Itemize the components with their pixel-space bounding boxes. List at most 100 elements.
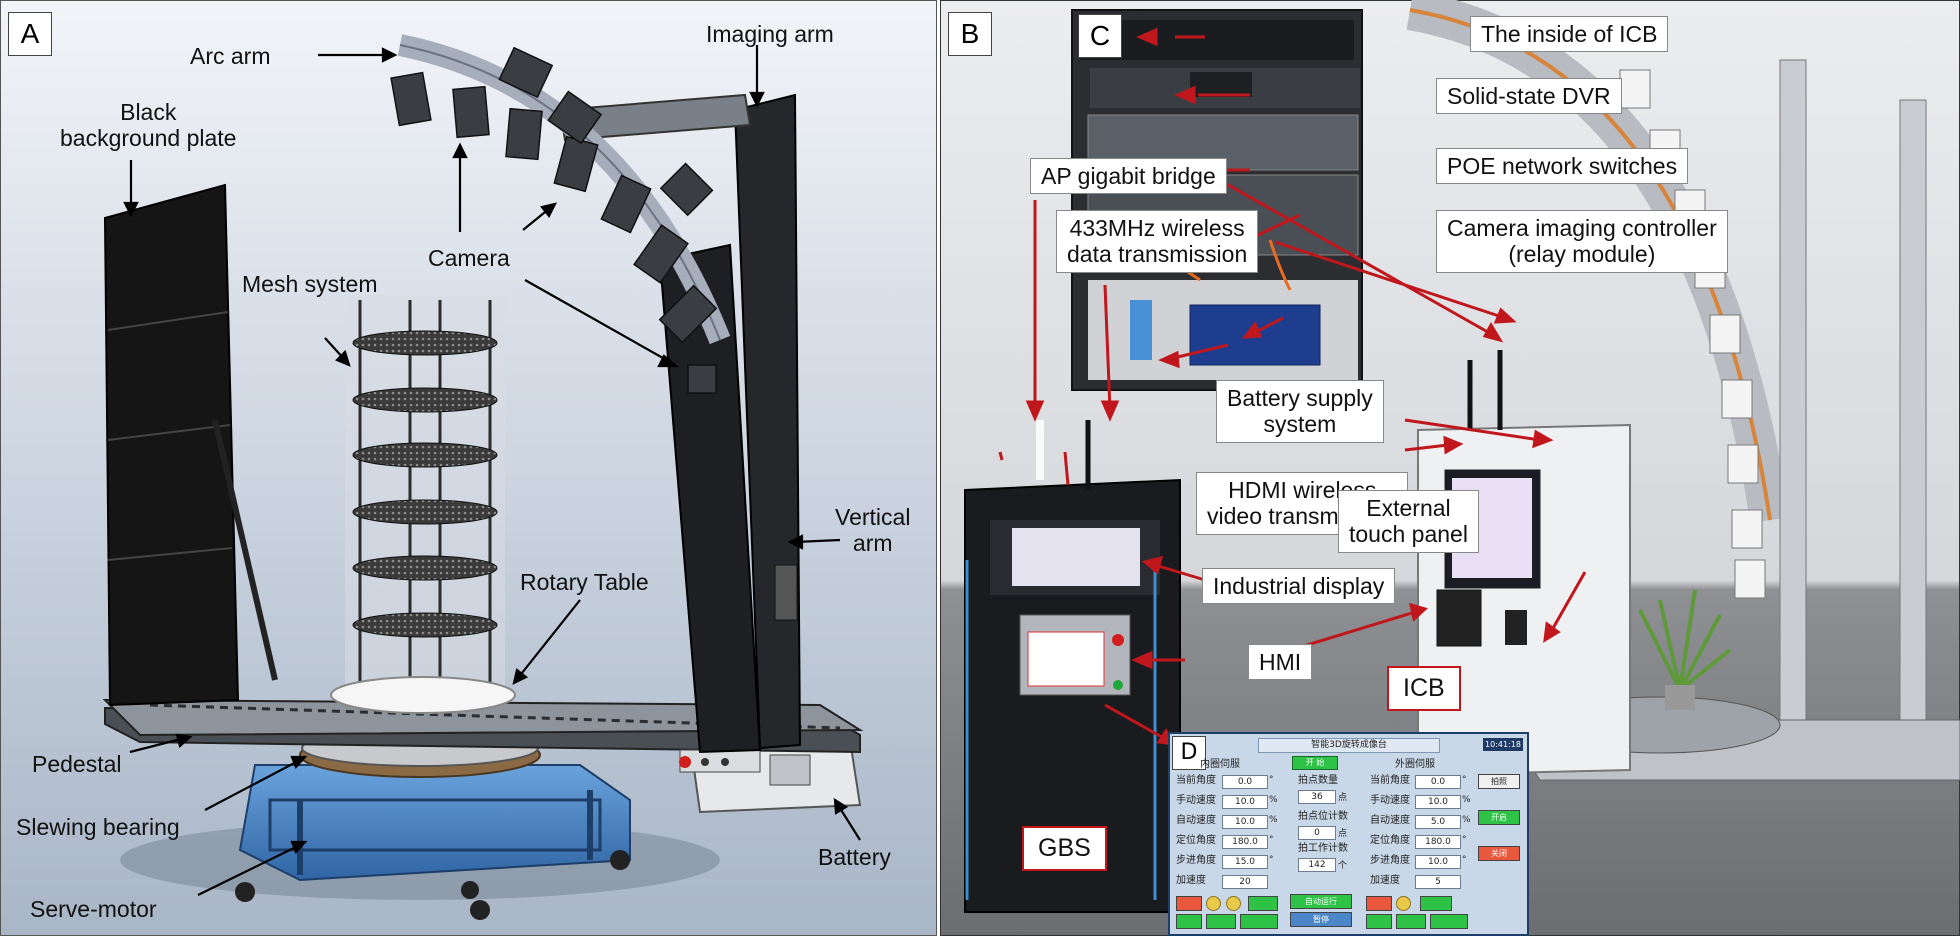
hmi-left-green-button[interactable]: [1176, 914, 1202, 929]
hmi-right-row-unit: %: [1462, 795, 1471, 805]
hmi-clock: 10:41:18: [1483, 738, 1523, 751]
callout-arrows-a: [123, 45, 861, 896]
hmi-left-row-value[interactable]: 180.0: [1222, 835, 1268, 849]
callout-433mhz-wireless: 433MHz wireless data transmission: [1056, 210, 1259, 273]
pedestal-platform: [102, 698, 864, 773]
label-pedestal: Pedestal: [32, 751, 122, 777]
hmi-mid-row-value[interactable]: 142: [1298, 858, 1336, 872]
hmi-mid-row-label: 拍点数量: [1298, 775, 1338, 786]
mesh-system: [345, 295, 505, 698]
hmi-left-row-unit: °: [1269, 835, 1274, 845]
hmi-indicator-icon: [1396, 896, 1411, 911]
callout-hmi: HMI: [1248, 644, 1313, 681]
hmi-screen-inset: D 智能3D旋转成像台 10:41:18 内圈伺服 外圈伺服 开 始 当前角度 …: [1168, 732, 1529, 936]
label-vertical-arm: Vertical arm: [835, 504, 911, 556]
hmi-left-row-value[interactable]: 0.0: [1222, 775, 1268, 789]
hmi-left-row-unit: °: [1269, 855, 1274, 865]
callout-poe-network-switches: POE network switches: [1436, 148, 1689, 185]
hmi-close-button[interactable]: 关闭: [1478, 846, 1520, 861]
label-imaging-arm: Imaging arm: [706, 21, 834, 47]
hmi-right-green-button[interactable]: [1366, 914, 1392, 929]
hmi-right-row-value[interactable]: 5.0: [1415, 815, 1461, 829]
hmi-auto-run-button[interactable]: 自动运行: [1290, 894, 1352, 909]
hmi-right-row-value[interactable]: 0.0: [1415, 775, 1461, 789]
hmi-left-row-unit: %: [1269, 795, 1278, 805]
callout-inside-icb: The inside of ICB: [1470, 16, 1669, 53]
panel-c-letter: C: [1078, 14, 1122, 58]
label-rotary-table: Rotary Table: [520, 569, 649, 595]
plant: [1638, 589, 1732, 710]
hmi-right-row-label: 当前角度: [1370, 775, 1410, 786]
hmi-left-row-value[interactable]: 10.0: [1222, 795, 1268, 809]
hmi-left-header: 内圈伺服: [1200, 759, 1240, 770]
hmi-right-row-label: 步进角度: [1370, 855, 1410, 866]
hmi-left-row-label: 手动速度: [1176, 795, 1216, 806]
photo-cameras: [1619, 69, 1766, 599]
panel-a-cad-model: A Arc arm Imaging arm Black background p…: [0, 0, 937, 936]
hmi-left-row-label: 定位角度: [1176, 835, 1216, 846]
hmi-mid-row-unit: 点: [1338, 829, 1348, 839]
hmi-right-row-value[interactable]: 180.0: [1415, 835, 1461, 849]
panel-b-letter: B: [948, 12, 992, 56]
hmi-left-red-button[interactable]: [1176, 896, 1202, 911]
hmi-left-row-value[interactable]: 20: [1222, 875, 1268, 889]
callout-external-touch-panel: External touch panel: [1338, 490, 1479, 553]
callout-ap-gigabit-bridge: AP gigabit bridge: [1030, 158, 1227, 195]
black-background-plate: [103, 183, 278, 707]
hmi-left-row-label: 步进角度: [1176, 855, 1216, 866]
hmi-mid-row-value[interactable]: 0: [1298, 826, 1336, 840]
hmi-left-row-label: 加速度: [1176, 875, 1206, 886]
hmi-right-row-unit: %: [1462, 815, 1471, 825]
callout-gbs: GBS: [1022, 826, 1107, 871]
hmi-right-row-unit: °: [1462, 855, 1467, 865]
label-camera: Camera: [428, 245, 510, 271]
hmi-left-green-button[interactable]: [1248, 896, 1278, 911]
label-arc-arm: Arc arm: [190, 43, 271, 69]
hmi-mid-row-unit: 点: [1338, 793, 1348, 803]
hmi-right-row-value[interactable]: 5: [1415, 875, 1461, 889]
hmi-indicator-icon: [1206, 896, 1221, 911]
callout-camera-imaging-controller: Camera imaging controller (relay module): [1436, 210, 1728, 273]
hmi-mid-row-label: 拍工作计数: [1298, 843, 1348, 854]
hmi-mid-row-value[interactable]: 36: [1298, 790, 1336, 804]
hmi-right-row-label: 自动速度: [1370, 815, 1410, 826]
panel-a-letter: A: [8, 12, 52, 56]
callout-battery-supply-system: Battery supply system: [1216, 380, 1384, 443]
hmi-left-row-unit: °: [1269, 775, 1274, 785]
label-black-background-plate: Black background plate: [60, 99, 237, 151]
rotary-table: [330, 676, 516, 714]
hmi-right-row-unit: °: [1462, 775, 1467, 785]
hmi-photo-button[interactable]: 拍照: [1478, 774, 1520, 789]
base-frame: [235, 764, 631, 920]
hmi-right-row-label: 加速度: [1370, 875, 1400, 886]
hmi-right-header: 外圈伺服: [1395, 759, 1435, 770]
hmi-right-green-button[interactable]: [1396, 914, 1426, 929]
panel-d-letter: D: [1172, 736, 1206, 770]
camera-array: [390, 46, 718, 394]
callout-hdmi-wireless: HDMI wireless video transmission: [1196, 472, 1409, 535]
hmi-right-green-button[interactable]: [1420, 896, 1452, 911]
hmi-indicator-icon: [1226, 896, 1241, 911]
hmi-right-green-button[interactable]: [1430, 914, 1468, 929]
callout-icb: ICB: [1387, 666, 1461, 711]
callout-industrial-display: Industrial display: [1202, 568, 1396, 605]
hmi-right-row-label: 手动速度: [1370, 795, 1410, 806]
hmi-left-row-value[interactable]: 15.0: [1222, 855, 1268, 869]
arc-arm: [397, 34, 731, 345]
callout-solid-state-dvr: Solid-state DVR: [1436, 78, 1622, 115]
hmi-left-row-value[interactable]: 10.0: [1222, 815, 1268, 829]
hmi-left-row-label: 自动速度: [1176, 815, 1216, 826]
hmi-right-row-label: 定位角度: [1370, 835, 1410, 846]
hmi-left-green-button[interactable]: [1206, 914, 1236, 929]
hmi-pause-button[interactable]: 暂停: [1290, 912, 1352, 927]
hmi-title: 智能3D旋转成像台: [1258, 738, 1440, 753]
hmi-right-row-value[interactable]: 10.0: [1415, 795, 1461, 809]
hmi-right-red-button[interactable]: [1366, 896, 1392, 911]
hmi-start-tag[interactable]: 开 始: [1292, 756, 1338, 770]
label-slewing-bearing: Slewing bearing: [16, 814, 180, 840]
hmi-left-green-button[interactable]: [1240, 914, 1278, 929]
hmi-right-row-value[interactable]: 10.0: [1415, 855, 1461, 869]
label-serve-motor: Serve-motor: [30, 896, 157, 922]
hmi-right-row-unit: °: [1462, 835, 1467, 845]
hmi-open-button[interactable]: 开启: [1478, 810, 1520, 825]
